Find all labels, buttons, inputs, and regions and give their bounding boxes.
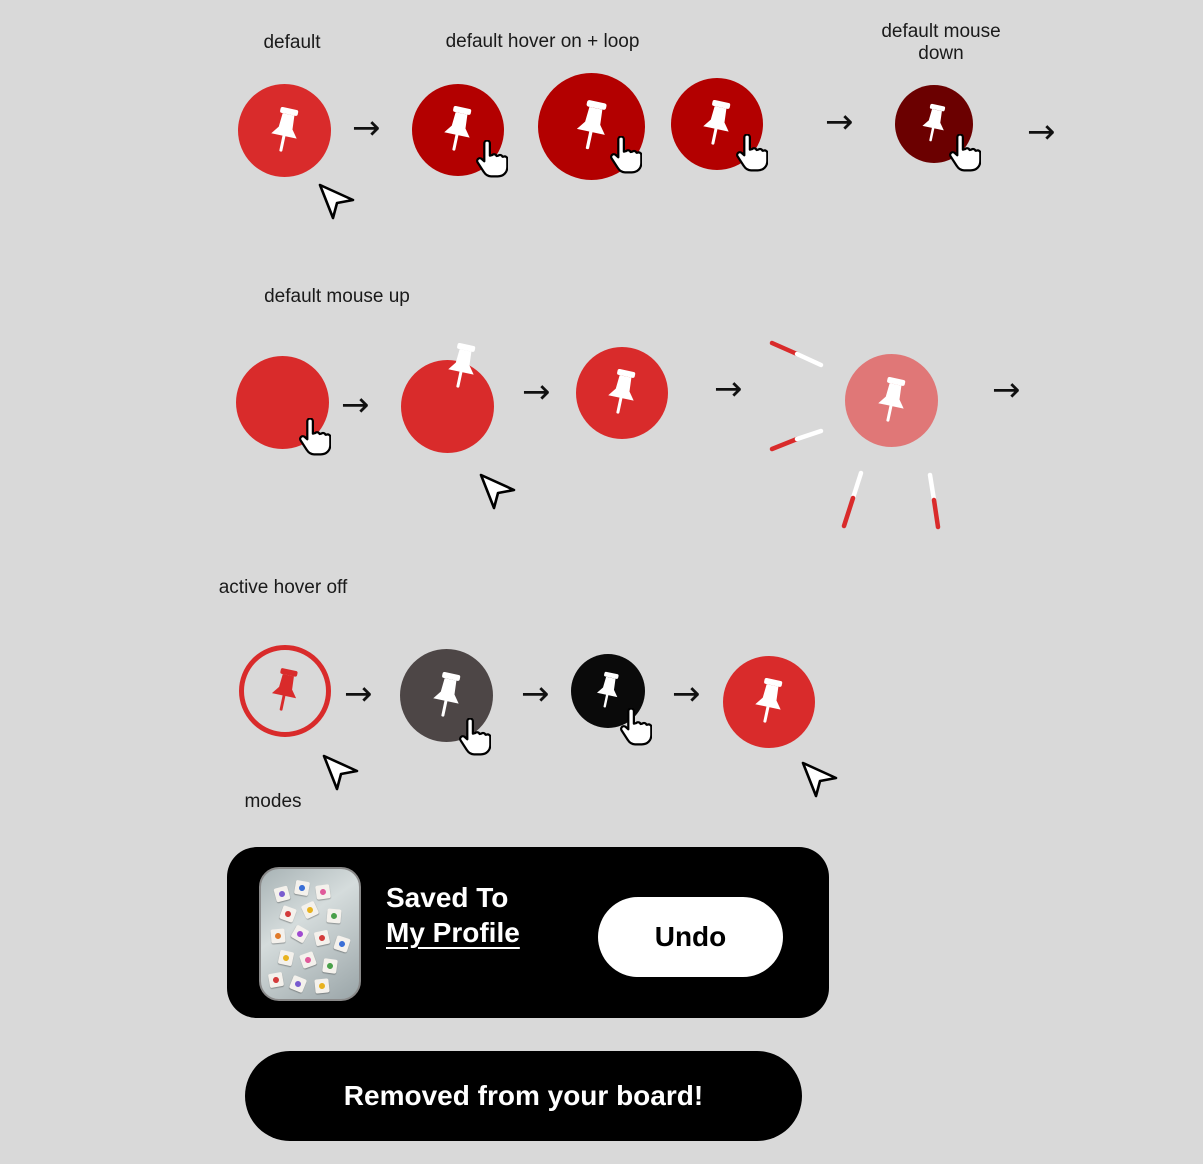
pushpin-icon (592, 671, 624, 711)
hand-pointer-icon (457, 718, 491, 756)
removed-message: Removed from your board! (343, 1080, 704, 1111)
burst-lines (769, 340, 941, 530)
pushpin-icon (265, 106, 305, 156)
arrow-cursor-icon (800, 760, 840, 800)
arrow-cursor-icon (478, 472, 518, 512)
flow-arrow: → (352, 108, 381, 148)
pin-button-dropping[interactable] (401, 360, 494, 453)
label-active-hover-off: active hover off (218, 577, 348, 598)
label-mouse-up: default mouse up (264, 286, 410, 307)
pushpin-icon (570, 99, 614, 154)
pushpin-icon (872, 376, 912, 426)
pin-button-active-hover[interactable] (400, 649, 493, 742)
removed-toast: Removed from your board! (245, 1051, 802, 1141)
hand-pointer-icon (618, 708, 652, 746)
hand-pointer-icon (734, 134, 768, 172)
pin-button-active-result[interactable] (723, 656, 815, 748)
pushpin-icon (697, 99, 737, 149)
label-hover-loop: default hover on + loop (445, 31, 640, 52)
hand-pointer-icon (474, 140, 508, 178)
flow-arrow: → (714, 369, 743, 409)
board-thumbnail-image[interactable] (259, 867, 361, 1001)
undo-button[interactable]: Undo (598, 897, 783, 977)
pushpin-icon (442, 342, 482, 392)
flow-arrow: → (341, 385, 370, 425)
flow-arrow: → (992, 370, 1021, 410)
hand-pointer-icon (297, 418, 331, 456)
flow-arrow: → (672, 674, 701, 714)
label-mouse-down: default mouse down (881, 21, 1001, 64)
arrow-cursor-icon (321, 753, 361, 793)
pin-button-pinned[interactable] (576, 347, 668, 439)
pushpin-icon (266, 667, 304, 715)
pushpin-icon (749, 677, 789, 727)
label-default: default (263, 32, 321, 53)
flow-arrow: → (825, 102, 854, 142)
flow-arrow: → (1027, 112, 1056, 152)
hand-pointer-icon (608, 136, 642, 174)
arrow-cursor-icon (317, 182, 357, 222)
hand-pointer-icon (947, 134, 981, 172)
pushpin-icon (438, 105, 478, 155)
pin-button-default[interactable] (238, 84, 331, 177)
my-profile-link[interactable]: My Profile (386, 917, 520, 948)
saved-toast: Saved To My Profile Undo (227, 847, 829, 1018)
flow-arrow: → (522, 372, 551, 412)
pushpin-icon (917, 103, 951, 145)
pushpin-icon (602, 368, 642, 418)
pin-button-burst[interactable] (845, 354, 938, 447)
pushpin-icon (427, 671, 467, 721)
flow-arrow: → (521, 674, 550, 714)
label-modes: modes (244, 791, 302, 812)
pin-button-active-outline[interactable] (239, 645, 331, 737)
flow-arrow: → (344, 674, 373, 714)
saved-to-text: Saved To (386, 882, 509, 913)
